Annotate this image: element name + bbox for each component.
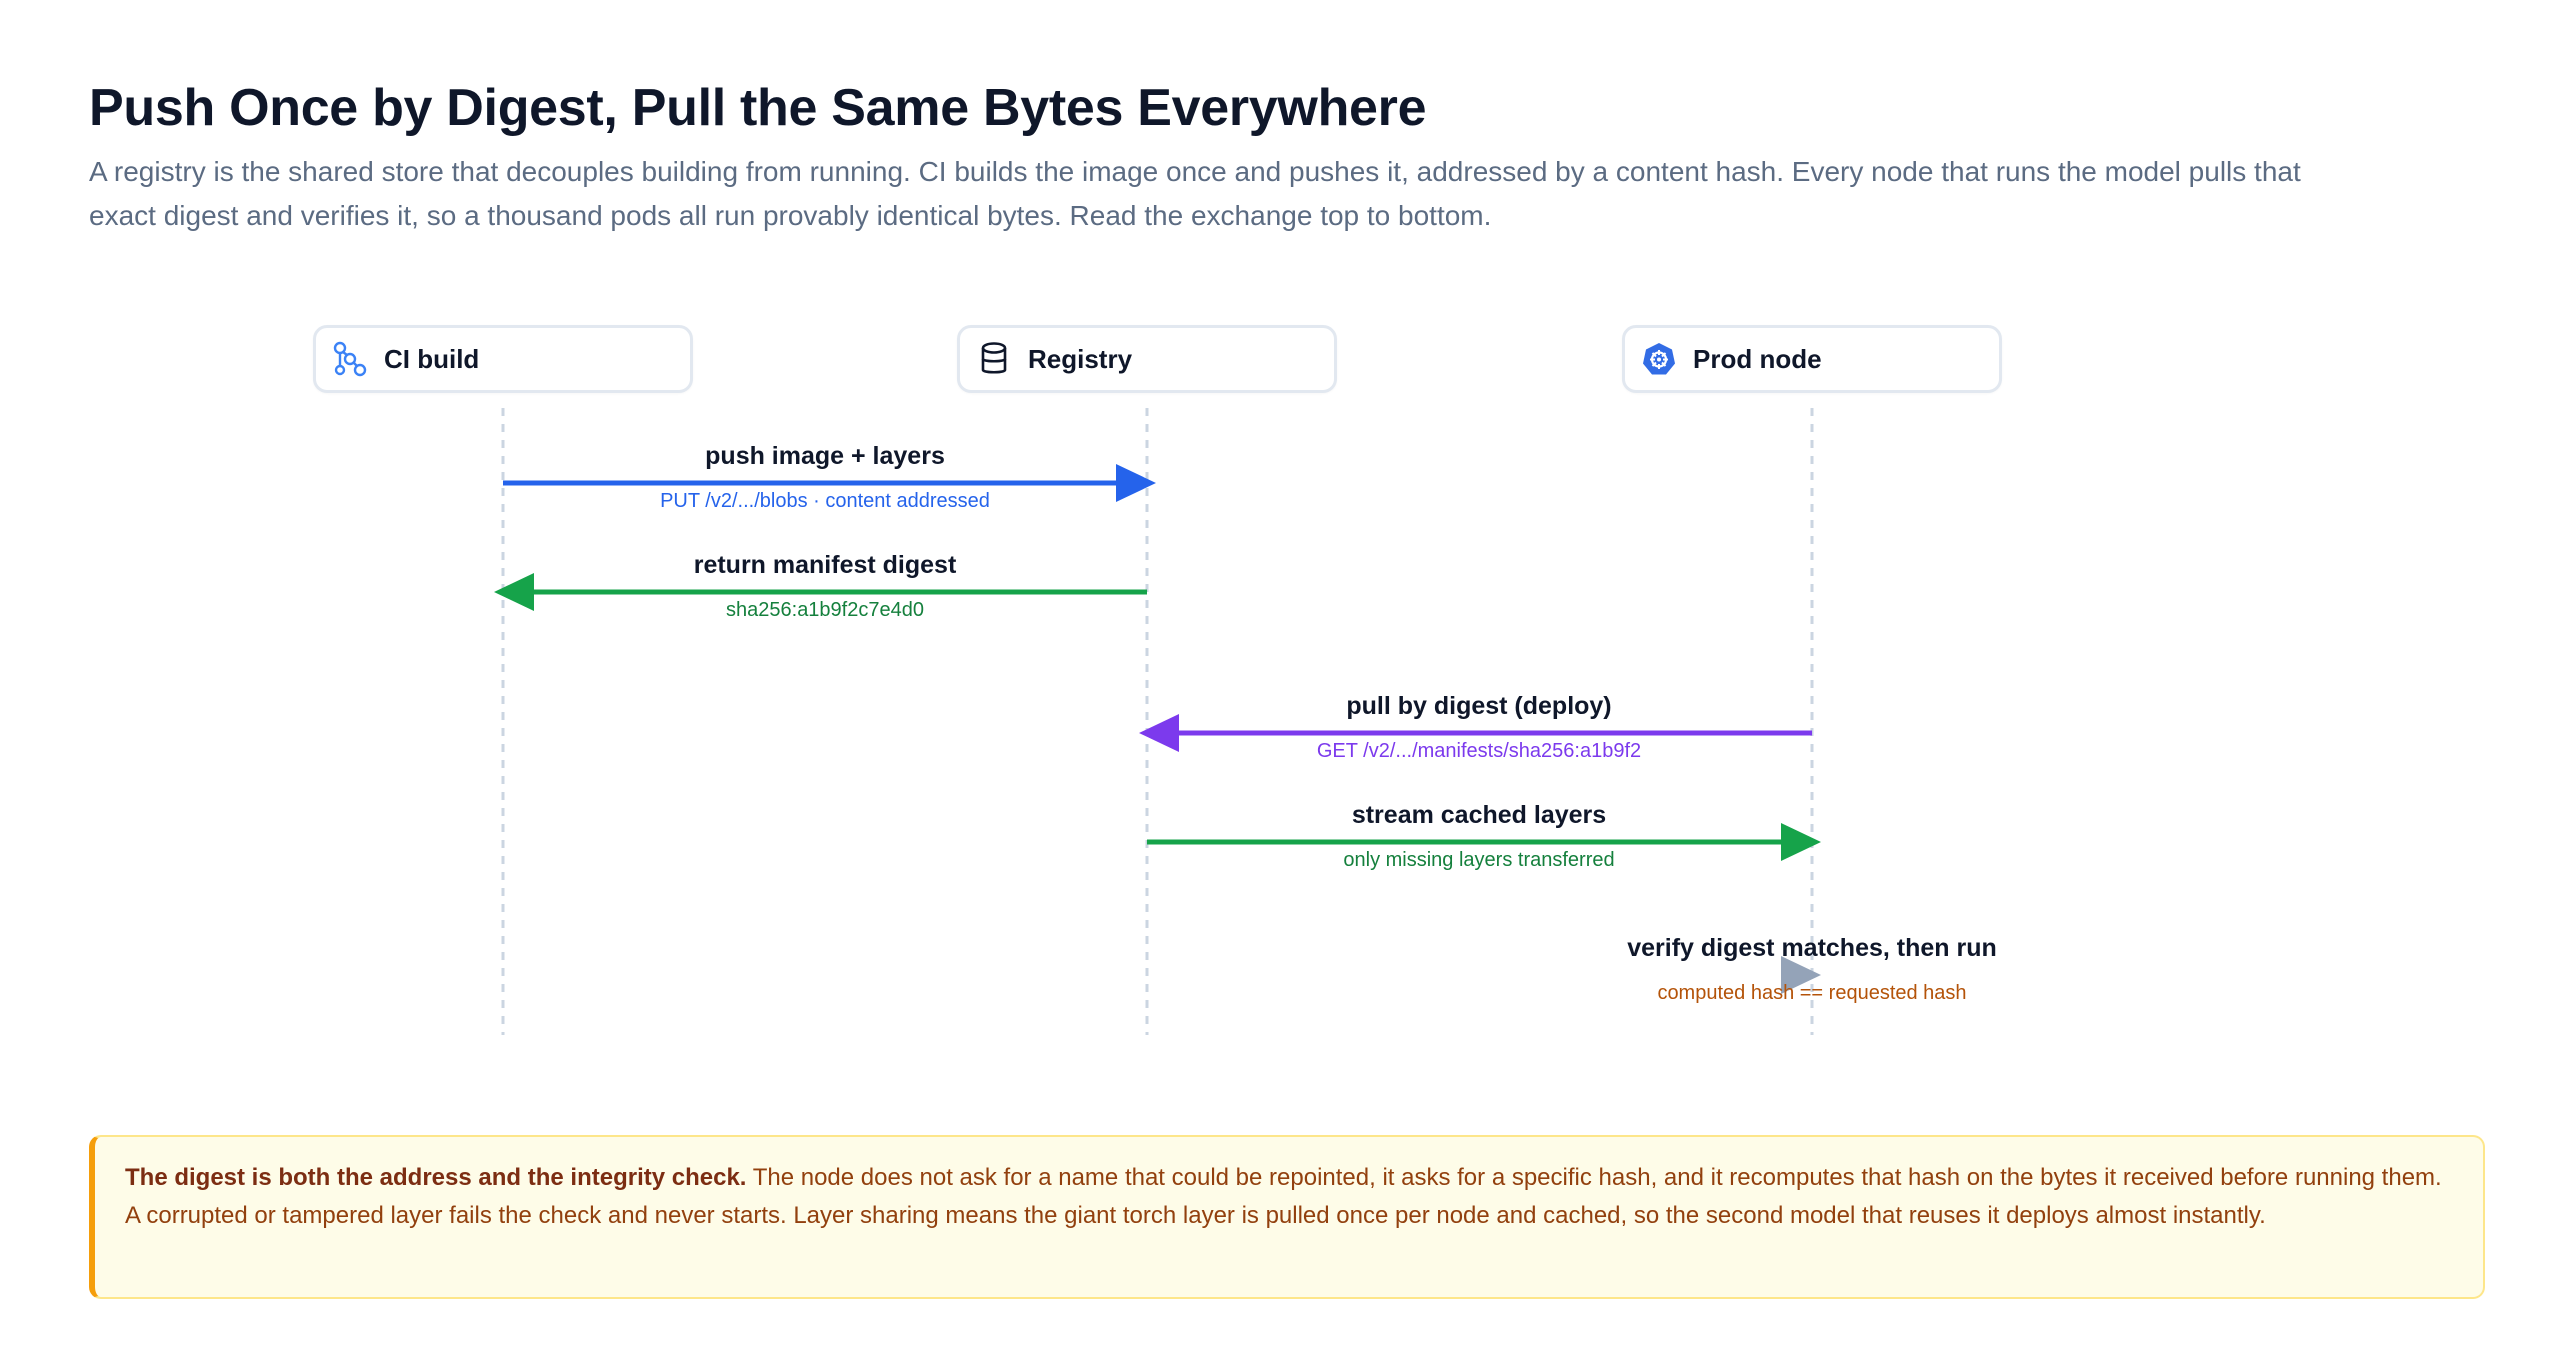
participant-prod-node: Prod node [1622,325,2002,393]
arrow-verify-head [1781,956,1821,994]
callout-text: The digest is both the address and the i… [125,1159,2453,1235]
participant-label: Registry [1028,343,1133,374]
arrow-stream-head [1781,823,1821,861]
message-verify-sub: computed hash == requested hash [1657,982,1967,1004]
callout-note: The digest is both the address and the i… [89,1135,2485,1299]
page-subtitle: A registry is the shared store that deco… [89,156,2301,231]
callout-lead: The digest is both the address and the i… [125,1164,747,1191]
message-push-sub: PUT /v2/.../blobs · content addressed [660,490,990,512]
workflow-icon [332,341,368,377]
participant-ci-build: CI build [313,325,693,393]
arrow-pull-head [1139,714,1179,752]
message-push-label: push image + layers [705,442,945,470]
message-stream-label: stream cached layers [1351,801,1607,829]
arrow-return-head [494,573,534,611]
callout-body: The node does not ask for a name that co… [125,1164,2442,1229]
page-title: Push Once by Digest, Pull the Same Bytes… [89,79,1427,137]
participant-registry: Registry [957,325,1337,393]
participant-label: CI build [384,343,480,374]
sequence-diagram [494,408,1821,1035]
message-verify-label: verify digest matches, then run [1627,934,1997,962]
arrow-push-head [1116,464,1156,502]
message-return-label: return manifest digest [693,551,957,579]
participant-label: Prod node [1693,343,1822,374]
message-stream-sub: only missing layers transferred [1343,849,1615,871]
message-pull-label: pull by digest (deploy) [1346,692,1612,720]
kubernetes-icon [1641,341,1677,377]
message-return-sub: sha256:a1b9f2c7e4d0 [726,599,924,621]
message-pull-sub: GET /v2/.../manifests/sha256:a1b9f2 [1316,740,1642,762]
database-icon [976,341,1012,377]
